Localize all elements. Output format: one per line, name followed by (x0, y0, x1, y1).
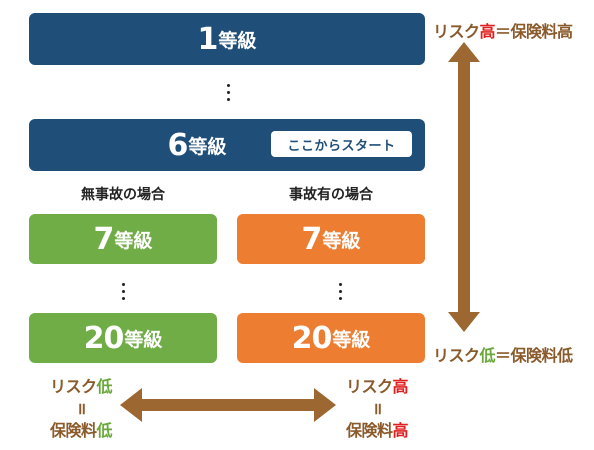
start-here-badge: ここからスタート (271, 131, 412, 157)
no-accident-level-7-box: 7 等級 (29, 214, 217, 264)
level-number: 7 (93, 221, 115, 257)
level-number: 6 (167, 127, 189, 163)
risk-level-low: 低 (479, 346, 496, 365)
risk-level-high: 高 (479, 22, 496, 41)
with-accident-level-7-box: 7 等級 (237, 214, 425, 264)
with-accident-level-20-box: 20 等級 (237, 313, 425, 363)
risk-text: リスク (345, 377, 393, 396)
no-accident-header: 無事故の場合 (81, 187, 165, 203)
risk-high-label: リスク高＝保険料高 (433, 18, 573, 42)
equals-sign: ॥ (372, 399, 382, 418)
risk-text: リスク (433, 346, 480, 365)
premium-text: ＝保険料高 (495, 22, 573, 41)
risk-low-label: リスク低＝保険料低 (433, 342, 573, 366)
bottom-left-label: リスク低 ॥ 保険料低 (38, 376, 124, 442)
vertical-double-arrow (448, 42, 480, 332)
level-number: 1 (197, 21, 219, 57)
level-number: 7 (301, 221, 323, 257)
premium-text: 保険料 (345, 421, 393, 440)
bottom-right-label: リスク高 ॥ 保険料高 (334, 376, 420, 442)
level-unit: 等級 (124, 328, 163, 351)
equals-sign: ॥ (76, 399, 86, 418)
risk-level-low: 低 (96, 377, 113, 396)
vertical-ellipsis (120, 283, 126, 304)
level-unit: 等級 (218, 29, 257, 52)
level-unit: 等級 (332, 328, 371, 351)
premium-text: ＝保険料低 (495, 346, 573, 365)
risk-text: リスク (433, 22, 480, 41)
vertical-ellipsis (337, 283, 343, 304)
premium-level-high: 高 (392, 421, 409, 440)
horizontal-arrow-shape (120, 388, 336, 422)
level-unit: 等級 (322, 229, 361, 252)
vertical-ellipsis (225, 84, 231, 105)
vertical-arrow-shape (448, 42, 480, 332)
risk-level-high: 高 (392, 377, 409, 396)
level-1-box: 1 等級 (29, 13, 425, 65)
no-accident-level-20-box: 20 等級 (29, 313, 217, 363)
level-number: 20 (291, 320, 333, 356)
premium-level-low: 低 (96, 421, 113, 440)
risk-text: リスク (49, 377, 97, 396)
horizontal-double-arrow (120, 388, 336, 422)
level-unit: 等級 (114, 229, 153, 252)
with-accident-header: 事故有の場合 (289, 187, 373, 203)
premium-text: 保険料 (49, 421, 97, 440)
level-unit: 等級 (188, 135, 227, 158)
level-number: 20 (83, 320, 125, 356)
